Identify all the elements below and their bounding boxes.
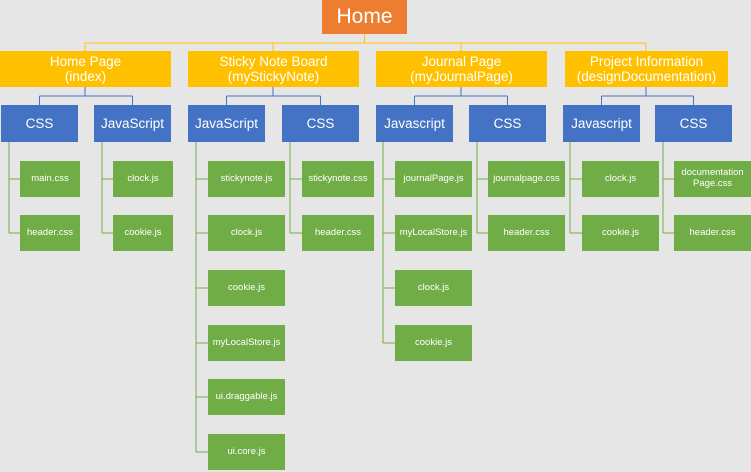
group-journal-css: CSS (469, 105, 546, 142)
file-home-page-js-1: cookie.js (113, 215, 173, 251)
file-sticky-note-css-0: stickynote.css (302, 161, 374, 197)
group-sticky-note-javascript: JavaScript (188, 105, 265, 142)
file-journal-js-3: cookie.js (395, 325, 472, 361)
file-sticky-note-js-2: cookie.js (208, 270, 285, 306)
group-home-page-javascript: JavaScript (94, 105, 171, 142)
file-sticky-note-js-5: ui.core.js (208, 434, 285, 470)
section-journal-page: Journal Page (myJournalPage) (376, 51, 547, 87)
section-project-information: Project Information (designDocumentation… (565, 51, 728, 87)
file-home-page-css-1: header.css (20, 215, 80, 251)
group-journal-javascript: Javascript (376, 105, 453, 142)
file-project-info-css-1: header.css (674, 215, 751, 251)
file-journal-js-2: clock.js (395, 270, 472, 306)
file-journal-js-0: journalPage.js (395, 161, 472, 197)
section-sticky-note-board: Sticky Note Board (myStickyNote) (188, 51, 359, 87)
file-journal-css-0: journalpage.css (488, 161, 565, 197)
file-sticky-note-js-1: clock.js (208, 215, 285, 251)
file-sticky-note-css-1: header.css (302, 215, 374, 251)
file-sticky-note-js-0: stickynote.js (208, 161, 285, 197)
group-project-info-css: CSS (655, 105, 732, 142)
file-project-info-js-1: cookie.js (582, 215, 659, 251)
file-journal-js-1: myLocalStore.js (395, 215, 472, 251)
section-home-page: Home Page (index) (0, 51, 171, 87)
file-home-page-css-0: main.css (20, 161, 80, 197)
file-home-page-js-0: clock.js (113, 161, 173, 197)
file-sticky-note-js-4: ui.draggable.js (208, 379, 285, 415)
file-project-info-css-0: documentation Page.css (674, 161, 751, 197)
group-home-page-css: CSS (1, 105, 78, 142)
file-project-info-js-0: clock.js (582, 161, 659, 197)
group-sticky-note-css: CSS (282, 105, 359, 142)
file-journal-css-1: header.css (488, 215, 565, 251)
root-node-home: Home (322, 0, 407, 34)
group-project-info-javascript: Javascript (563, 105, 640, 142)
file-sticky-note-js-3: myLocalStore.js (208, 325, 285, 361)
